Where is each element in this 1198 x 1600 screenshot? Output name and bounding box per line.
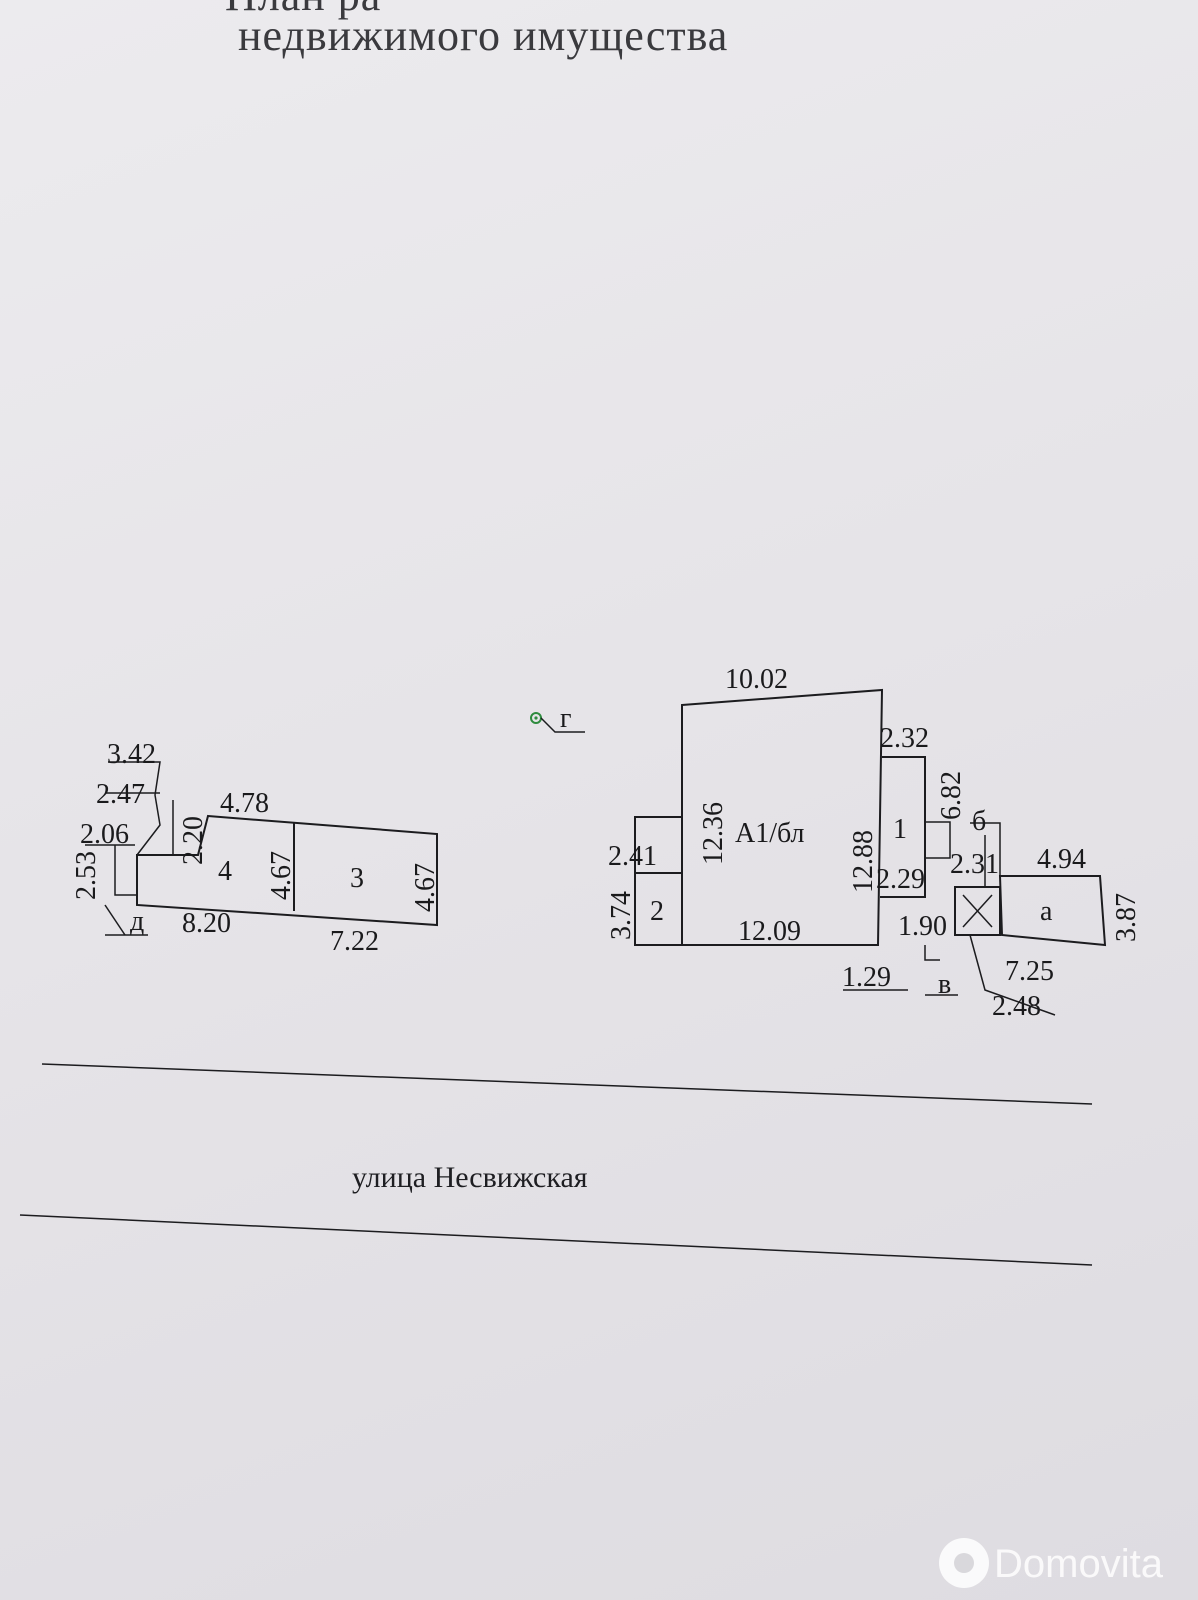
dim-2-48: 2.48 [992, 991, 1041, 1022]
room-4-label: 4 [218, 856, 232, 887]
left-building: 4 3 д 3.42 2.47 2.06 4.78 2.20 2.53 4.67… [71, 739, 441, 957]
main-house: А1/бл 1 2 10.02 2.32 6.82 12.36 12.88 2.… [606, 664, 967, 947]
marker-g: г [530, 703, 585, 734]
room-3-label: 3 [350, 863, 364, 894]
dim-line-d-slant [104, 904, 126, 936]
room-1-label: 1 [893, 814, 907, 845]
dim-1-90: 1.90 [898, 911, 947, 942]
porch-b-label: б [972, 806, 986, 837]
veranda-group: а б в 2.31 4.94 3.87 1.90 1.29 7.25 2.48 [842, 806, 1142, 1022]
dim-3-87: 3.87 [1111, 893, 1142, 942]
extension-lines [108, 761, 161, 856]
porch-d [114, 845, 137, 896]
dim-7-22: 7.22 [330, 926, 379, 957]
dim-4-67-right: 4.67 [410, 863, 441, 912]
dim-8-20: 8.20 [182, 908, 231, 939]
dim-6-82: 6.82 [936, 771, 967, 820]
dim-4-78: 4.78 [220, 788, 269, 819]
title-line-2: недвижимого имущества [238, 11, 728, 60]
room-2-outline [634, 816, 682, 946]
dim-12-88: 12.88 [848, 830, 879, 893]
marker-leader [540, 717, 585, 733]
dim-3-42: 3.42 [107, 739, 156, 770]
dim-7-25: 7.25 [1005, 956, 1054, 987]
house-a1-outline [681, 688, 884, 946]
title-line-1: План ра [225, 0, 381, 20]
dim-3-74: 3.74 [606, 891, 637, 940]
dim-2-41: 2.41 [608, 841, 657, 872]
domovita-logo-inner-icon [954, 1553, 974, 1573]
porch-b-diag-2 [962, 894, 993, 928]
dim-4-94: 4.94 [1037, 844, 1086, 875]
street-label: улица Несвижская [352, 1161, 588, 1194]
dim-2-29: 2.29 [876, 864, 925, 895]
domovita-watermark: Domovita [939, 1538, 1164, 1588]
dim-2-20: 2.20 [178, 816, 209, 865]
left-building-outline [136, 814, 438, 927]
dim-2-53: 2.53 [71, 851, 102, 900]
dim-12-09: 12.09 [738, 916, 801, 947]
porch-d-label: д [130, 906, 144, 937]
dim-12-36: 12.36 [698, 802, 729, 865]
room-a1-label: А1/бл [735, 818, 805, 849]
dim-2-06: 2.06 [80, 819, 129, 850]
room-1-step [925, 821, 951, 859]
porch-v-outline [924, 945, 940, 961]
room-2-label: 2 [650, 896, 664, 927]
dim-2-31: 2.31 [950, 849, 999, 880]
green-marker-dot-icon [534, 716, 538, 720]
watermark-text: Domovita [994, 1542, 1164, 1586]
label-b-leader [970, 822, 1001, 876]
porch-v-label: в [938, 969, 951, 1000]
veranda-a-label: а [1040, 896, 1053, 927]
dim-1-29: 1.29 [842, 962, 891, 993]
street-line-top [41, 1063, 1093, 1105]
street-line-bottom [19, 1214, 1093, 1266]
room-1-outline [880, 756, 926, 898]
dim-4-67-left: 4.67 [266, 851, 297, 900]
veranda-a-outline [998, 875, 1107, 947]
dim-10-02: 10.02 [725, 664, 788, 695]
dim-2-32: 2.32 [880, 723, 929, 754]
marker-g-label: г [560, 703, 571, 734]
dim-2-47: 2.47 [96, 779, 145, 810]
dim-248-line [969, 934, 1056, 1016]
